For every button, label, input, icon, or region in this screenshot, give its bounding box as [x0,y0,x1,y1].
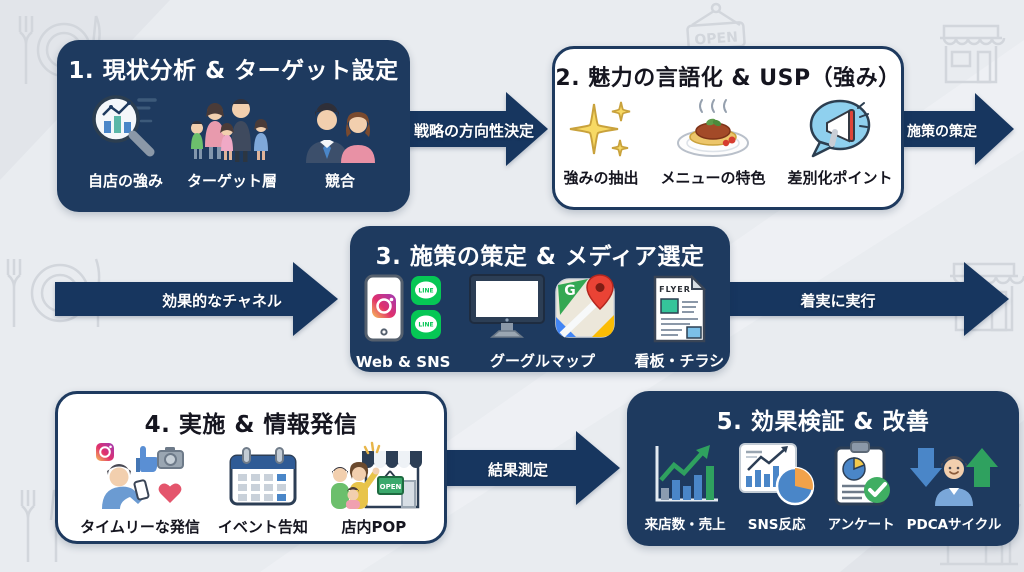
item-label: 強みの抽出 [563,169,639,187]
pasta-dish-icon [674,98,752,160]
item-label: 競合 [325,172,356,190]
google-maps-icon: G [554,273,618,343]
item-label: タイムリーな発信 [80,518,200,536]
bg-storefront-icon [936,16,1006,84]
item-pdca-cycle: PDCAサイクル [906,442,1002,533]
arrow-strategy-direction-label: 戦略の方向性決定 [413,122,534,140]
storefront-open-icon: OPEN [326,441,422,509]
flyer-icon: FLYER [650,275,708,343]
arrow-result-measurement-label: 結果測定 [487,461,548,479]
survey-clipboard-icon [828,440,894,506]
arrow-strategy-direction [400,90,550,172]
item-target-demographic: ターゲット層 [187,99,277,191]
arrow-effective-channels [55,260,340,342]
item-competitors: 競合 [301,103,379,191]
svg-text:OPEN: OPEN [379,483,401,491]
item-event-announcement: イベント告知 [218,445,308,537]
arrow-measure-planning [901,91,1016,171]
person-posting-icon [94,441,186,509]
pdca-person-icon [909,442,999,506]
magnifier-chart-icon [89,91,161,163]
calendar-icon [226,445,300,509]
step-2-box: 2. 魅力の言語化 & USP（強み） 強みの抽出 [552,46,904,210]
step-5-title: 5. 効果検証 & 改善 [716,409,930,435]
item-signage-flyers: FLYER 看板・チラシ [634,275,724,371]
smartphone-instagram-icon [364,274,404,346]
svg-text:LINE: LINE [419,322,434,329]
item-strength-extraction: 強みの抽出 [563,96,638,188]
arrow-steady-execution-label: 着実に実行 [800,292,876,310]
arrow-steady-execution [726,260,1011,342]
item-differentiation: 差別化ポイント [788,98,893,188]
item-sns-response: SNS反応 [738,442,816,533]
step-3-box: 3. 施策の策定 & メディア選定 [350,226,730,372]
item-label: Web & SNS [355,353,451,371]
desktop-monitor-icon [466,273,548,343]
item-timely-posting: タイムリーな発信 [80,441,200,537]
item-label: 看板・チラシ [634,352,725,370]
step-3-title: 3. 施策の策定 & メディア選定 [375,244,705,270]
arrow-result-measurement [440,429,622,511]
item-instore-pop: OPEN 店内POP [326,441,422,537]
megaphone-bubble-icon [807,98,873,160]
line-app-icon: LINE LINE [410,274,442,346]
item-label: ターゲット層 [187,172,278,190]
business-people-icon [301,103,379,163]
item-shop-strengths: 自店の強み [88,91,163,191]
item-label: グーグルマップ [489,352,595,370]
item-visits-sales: 来店数・売上 [645,442,726,533]
svg-text:FLYER: FLYER [659,285,691,294]
step-5-box: 5. 効果検証 & 改善 来店数・売上 [627,391,1019,546]
step-1-title: 1. 現状分析 & ターゲット設定 [68,58,399,84]
item-label: 店内POP [341,518,407,536]
item-label: 来店数・売上 [644,517,726,533]
bar-chart-growth-icon [648,442,722,506]
item-label: 自店の強み [87,172,163,190]
item-label: PDCAサイクル [906,517,1002,533]
item-survey: アンケート [828,440,895,533]
step-4-box: 4. 実施 & 情報発信 [55,391,447,544]
item-label: SNS反応 [747,517,806,533]
item-label: アンケート [827,517,895,533]
bg-open-sign-icon: OPEN [678,2,754,50]
arrow-effective-channels-label: 効果的なチャネル [162,292,282,310]
step-1-box: 1. 現状分析 & ターゲット設定 [57,40,410,212]
item-web-sns: LINE LINE Web & SNS [355,274,451,371]
sns-analytics-icon [738,442,816,506]
step-4-title: 4. 実施 & 情報発信 [144,412,358,438]
sparkles-icon [568,96,634,160]
svg-text:G: G [565,283,577,299]
item-google-maps: G グーグルマップ [466,273,618,371]
arrow-measure-planning-label: 施策の策定 [907,124,977,140]
item-label: メニューの特色 [660,169,766,187]
step-2-title: 2. 魅力の言語化 & USP（強み） [555,66,901,91]
item-label: イベント告知 [217,518,308,536]
item-menu-features: メニューの特色 [660,98,766,188]
svg-text:LINE: LINE [419,288,434,295]
family-icon [189,99,275,163]
item-label: 差別化ポイント [787,169,893,187]
